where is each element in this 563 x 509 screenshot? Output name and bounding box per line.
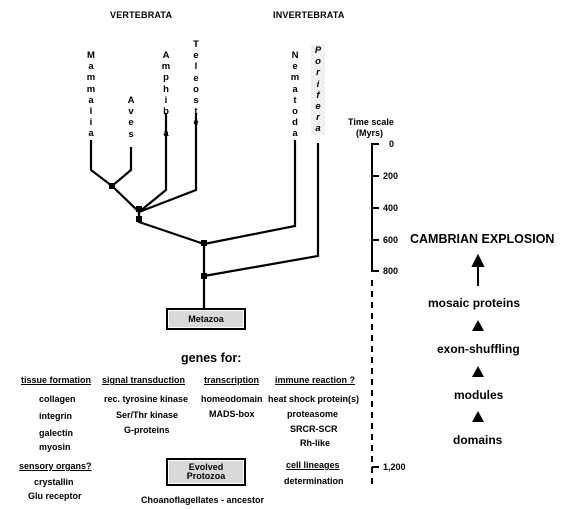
gene-homeodomain: homeodomain	[201, 394, 263, 404]
gene-galectin: galectin	[39, 428, 74, 438]
modules-label: modules	[454, 388, 504, 402]
branch-vertebrata-stem	[137, 212, 205, 246]
node-marker	[201, 273, 207, 279]
tick-label-0: 0	[389, 139, 395, 149]
cat-immune-reaction: immune reaction ?	[275, 375, 356, 385]
domains-label: domains	[453, 433, 503, 447]
tick-label-200: 200	[383, 171, 399, 181]
node-marker	[201, 240, 207, 246]
cambrian-explosion-label: CAMBRIAN EXPLOSION	[410, 232, 555, 246]
branch-porifera	[203, 143, 320, 278]
evolved-protozoa-box: Evolved Protozoa	[166, 458, 246, 486]
metazoa-box: Metazoa	[166, 308, 246, 330]
branch-birds-mammals	[111, 185, 140, 213]
header-vertebrata: VERTEBRATA	[110, 10, 173, 20]
timescale-title: Time scale	[348, 117, 394, 127]
triangle-arrow	[472, 411, 484, 422]
cat-signal-transduction: signal transduction	[102, 375, 186, 385]
up-arrow-head	[471, 253, 485, 267]
evolved-protozoa-line-2: Protozoa	[186, 471, 226, 481]
tick-label-400: 400	[383, 203, 399, 213]
node-marker	[109, 183, 115, 189]
triangle-arrow	[472, 320, 484, 331]
gene-crystallin: crystallin	[34, 477, 74, 487]
tick-label-800: 800	[383, 266, 399, 276]
header-invertebrata: INVERTEBRATA	[273, 10, 345, 20]
node-marker	[136, 206, 142, 212]
gene-collagen: collagen	[39, 394, 76, 404]
gene-proteasome: proteasome	[287, 409, 339, 419]
branch-aves	[111, 147, 133, 187]
node-marker	[136, 216, 142, 222]
gene-rh-like: Rh-like	[300, 438, 331, 448]
branch-teleostei	[138, 113, 198, 214]
cat-tissue-formation: tissue formation	[21, 375, 92, 385]
tick-label-1200: 1,200	[383, 462, 406, 472]
cat-sensory-organs: sensory organs?	[19, 461, 92, 471]
gene-myosin: myosin	[39, 442, 71, 452]
evolved-protozoa-line-1: Evolved	[188, 462, 224, 472]
gene-determination: determination	[284, 476, 344, 486]
choanoflagellates-label: Choanoflagellates - ancestor	[141, 495, 265, 505]
branch-nematoda	[203, 140, 297, 246]
gene-heat-shock-proteins: heat shock protein(s)	[268, 394, 360, 404]
gene-mads-box: MADS-box	[209, 409, 255, 419]
gene-integrin: integrin	[39, 411, 72, 421]
mosaic-proteins-label: mosaic proteins	[428, 296, 521, 310]
exon-shuffling-label: exon-shuffling	[437, 342, 520, 356]
triangle-arrow	[472, 366, 484, 377]
gene-srcr-scr: SRCR-SCR	[290, 424, 338, 434]
branch-mammalia	[89, 140, 113, 187]
timescale-unit: (Myrs)	[356, 128, 384, 138]
cat-cell-lineages: cell lineages	[286, 460, 340, 470]
genes-for-heading: genes for:	[181, 351, 242, 365]
metazoa-label: Metazoa	[188, 313, 224, 324]
gene-g-proteins: G-proteins	[124, 425, 170, 435]
tick-label-600: 600	[383, 235, 399, 245]
branch-amphibia	[138, 113, 168, 213]
gene-rec-tyrosine-kinase: rec. tyrosine kinase	[104, 394, 189, 404]
gene-glu-receptor: Glu receptor	[28, 491, 82, 501]
cat-transcription: transcription	[204, 375, 260, 385]
gene-ser-thr-kinase: Ser/Thr kinase	[116, 410, 179, 420]
